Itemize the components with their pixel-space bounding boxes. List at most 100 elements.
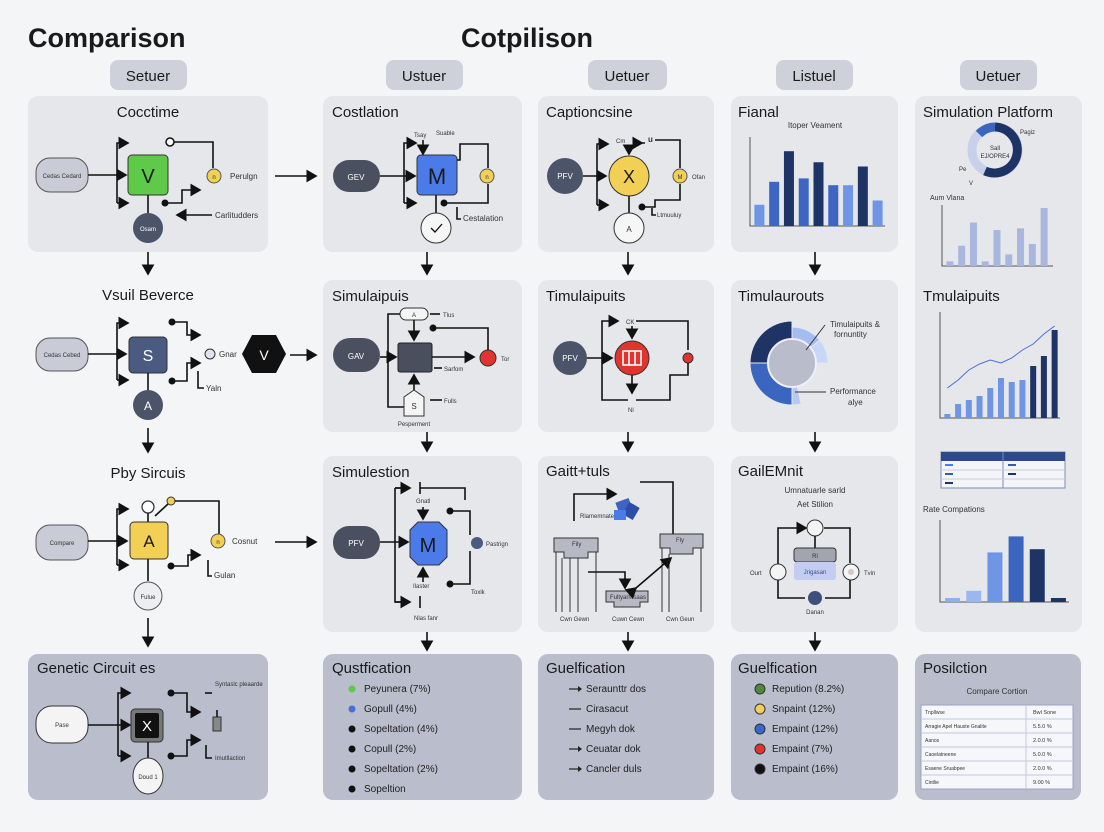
dot-icon [161, 199, 169, 207]
chart-bar [1040, 208, 1048, 266]
circuit-c4-r3: GailEMnit Umnatuarle sarld Aet Stilion R… [738, 463, 875, 616]
bullet-icon [348, 765, 356, 773]
column-header-1-label: Setuer [126, 68, 170, 85]
annotation: Performance [830, 387, 876, 396]
open-node-icon [204, 348, 216, 360]
annotation: Perulgn [230, 172, 258, 181]
input-node[interactable] [547, 158, 583, 194]
list-item: Seraunttr dos [586, 684, 646, 695]
chart-bar [1028, 243, 1036, 266]
table-cell: Aanos [925, 738, 940, 744]
input-node[interactable] [333, 526, 380, 559]
gene-node[interactable] [416, 154, 458, 196]
panel-title: Genetic Circuit es [37, 660, 155, 677]
annotation: fornuntity [834, 330, 867, 339]
bullet-icon [348, 785, 356, 793]
table-cell: 2.0.0 % [1033, 738, 1052, 744]
input-node[interactable] [333, 338, 380, 372]
panel-title: Cocctime [117, 104, 180, 121]
chart-bar [828, 185, 839, 226]
gene-node[interactable] [614, 340, 650, 376]
section-title: Pby Sircuis [110, 465, 185, 482]
table-cell: Bwl Sone [1033, 710, 1056, 716]
bottom-node[interactable] [403, 389, 425, 417]
bottom-node-label: S [411, 402, 416, 411]
promoter-icon [672, 168, 688, 184]
chart-bar [1017, 228, 1025, 266]
chart-title: Aum Vlana [930, 195, 964, 202]
check-node[interactable] [420, 212, 452, 244]
output-label: Fulue [140, 595, 156, 601]
flow-arrows [141, 169, 822, 652]
gene-node[interactable] [135, 713, 159, 738]
annotation: Toxlk [471, 590, 486, 596]
column-header-3-label: Uetuer [604, 68, 649, 85]
annotation: Pesperment [398, 422, 431, 428]
gene-node[interactable] [397, 342, 433, 373]
chart-title: Itoper Veament [788, 121, 843, 130]
annotation: alye [848, 398, 863, 407]
gene-node[interactable] [409, 521, 448, 566]
output-node[interactable] [133, 213, 163, 243]
box-main[interactable] [794, 562, 836, 580]
box-top-label: Rl [812, 554, 818, 560]
top-node[interactable] [806, 519, 824, 537]
table-cell: Cintlie [925, 780, 939, 786]
output-node[interactable] [613, 212, 645, 244]
column-header-2[interactable] [386, 60, 463, 90]
top-node-label: A [412, 313, 416, 319]
gene-node[interactable] [129, 521, 169, 560]
input-node[interactable] [553, 341, 587, 375]
input-node[interactable] [333, 160, 380, 192]
output-node[interactable] [133, 581, 163, 611]
annotation: Fulls [444, 399, 457, 405]
chart-bar [976, 396, 983, 418]
bullet-icon [348, 705, 356, 713]
output-label: A [144, 399, 152, 413]
chart-c4-r1: Fianal Itoper Veament [738, 104, 885, 227]
list-item: Megyh dok [586, 724, 636, 735]
open-node-icon [165, 137, 175, 147]
annotation: Nl [628, 408, 634, 414]
list-c3-r4: Guelfication Seraunttr dosCirasacutMegyh… [546, 660, 646, 775]
chart-bar [1029, 549, 1045, 602]
output-node[interactable] [133, 390, 163, 420]
input-label: Pase [55, 723, 69, 729]
list-c2-r4: Qustfication Peyunera (7%)Gopull (4%)Sop… [332, 660, 438, 795]
annotation: Cosnut [232, 537, 258, 546]
input-node[interactable] [35, 524, 89, 561]
list-item: Copull (2%) [364, 744, 416, 755]
panel-title: Timulaipuits [546, 288, 625, 305]
module-box-c-label: Fultyarmsaas [610, 595, 646, 601]
output-label: Doud 1 [138, 775, 158, 781]
bullet-icon [348, 685, 356, 693]
annotation: u [648, 135, 653, 144]
table-cell: 5.5.0 % [1033, 724, 1052, 730]
column-header-1[interactable] [110, 60, 187, 90]
list-item: Empaint (16%) [772, 764, 838, 775]
left-node[interactable] [769, 563, 787, 581]
legend-swatch-icon [754, 703, 766, 715]
bottom-node[interactable] [808, 591, 822, 605]
chart-bar [857, 166, 868, 226]
column-header-4[interactable] [776, 60, 853, 90]
module-box-b[interactable] [659, 533, 704, 555]
input-label: GAV [348, 352, 365, 361]
output-node[interactable] [132, 757, 164, 795]
chart-bar [955, 404, 962, 418]
chart-bar [754, 204, 765, 226]
column-header-3[interactable] [588, 60, 667, 90]
annotation: Suable [436, 131, 455, 137]
hexagon-label: V [259, 347, 269, 363]
output-label: A [626, 225, 632, 234]
hexagon-node[interactable] [242, 335, 286, 373]
annotation: Tsay [414, 133, 426, 139]
donut-value [983, 122, 1022, 178]
chart-bar [965, 400, 972, 418]
check-icon [430, 223, 443, 233]
annotation: Ofan [692, 175, 705, 181]
reporter-icon [682, 352, 694, 364]
column-header-5[interactable] [960, 60, 1037, 90]
module-box-a[interactable] [553, 537, 599, 559]
table-cell: Tnpllwse [925, 710, 945, 716]
